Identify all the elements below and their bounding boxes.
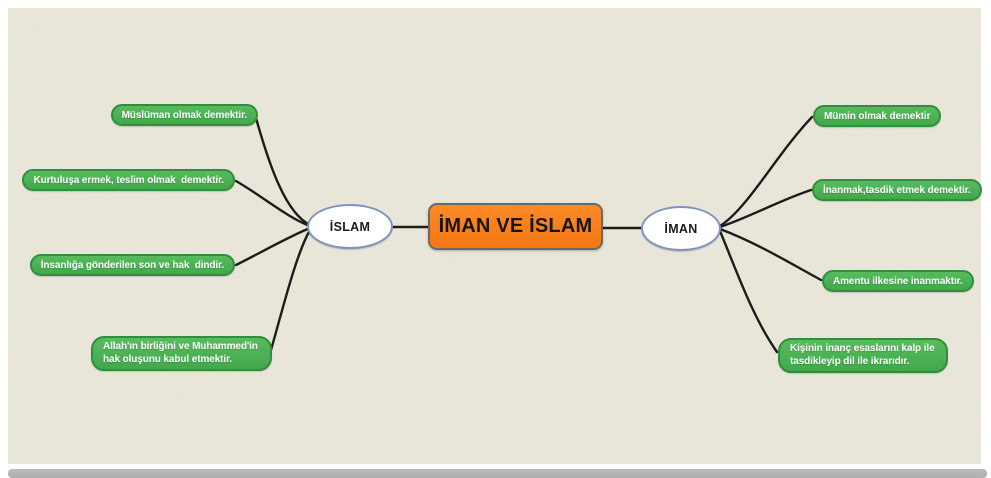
topic-node-iman[interactable]: İMAN	[641, 206, 721, 251]
branch-node-islam-4[interactable]: Allah'ın birliğini ve Muhammed'in hak ol…	[91, 336, 272, 371]
branch-label: Amentu ilkesine inanmaktır.	[833, 275, 963, 287]
topic-islam-label: İSLAM	[329, 219, 371, 234]
branch-node-islam-1[interactable]: Müslüman olmak demektir.	[110, 104, 258, 126]
branch-label: Kişinin inanç esaslarını kalp ile tasdik…	[790, 343, 935, 367]
branch-node-islam-2[interactable]: Kurtuluşa ermek, teslim olmak demektir.	[22, 169, 235, 191]
central-topic-label: İMAN VE İSLAM	[438, 215, 593, 237]
branch-label: Müslüman olmak demektir.	[121, 109, 248, 121]
central-topic-node[interactable]: İMAN VE İSLAM	[428, 203, 603, 250]
horizontal-scrollbar[interactable]	[8, 469, 987, 478]
branch-node-islam-3[interactable]: İnsanlığa gönderilen son ve hak dindir.	[29, 254, 235, 276]
branch-label: Allah'ın birliğini ve Muhammed'in hak ol…	[103, 341, 258, 365]
topic-node-islam[interactable]: İSLAM	[307, 204, 393, 249]
branch-node-iman-1[interactable]: Mümin olmak demektir	[813, 105, 942, 127]
branch-label: İnanmak,tasdik etmek demektir.	[823, 184, 971, 196]
branch-label: Mümin olmak demektir	[824, 110, 931, 122]
branch-label: İnsanlığa gönderilen son ve hak dindir.	[40, 259, 224, 271]
branch-label: Kurtuluşa ermek, teslim olmak demektir.	[33, 174, 224, 186]
topic-iman-label: İMAN	[664, 221, 698, 236]
branch-node-iman-4[interactable]: Kişinin inanç esaslarını kalp ile tasdik…	[778, 338, 948, 373]
branch-node-iman-2[interactable]: İnanmak,tasdik etmek demektir.	[812, 179, 982, 201]
branch-node-iman-3[interactable]: Amentu ilkesine inanmaktır.	[822, 270, 974, 292]
